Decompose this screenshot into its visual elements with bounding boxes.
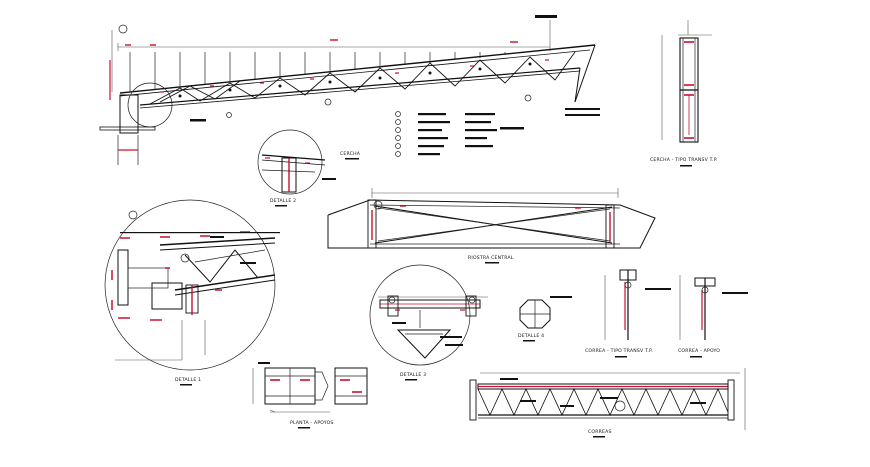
detail-3: [369, 264, 488, 366]
label-detalle-2-top: DETALLE 2: [270, 198, 296, 204]
label-correa-tipo: CORREA - TIPO TRANSV T.P.: [585, 348, 653, 354]
central-bracing: [327, 188, 656, 249]
label-cercha-tipo: CERCHA - TIPO TRANSV T.P.: [650, 157, 718, 163]
label-correas: CORREAS: [588, 429, 612, 435]
label-detalle-1: DETALLE 1: [175, 377, 201, 383]
support-plan: [252, 362, 368, 413]
detail-1: [104, 199, 280, 371]
purlin-sections: [604, 269, 748, 340]
label-correa-apoyo: CORREA - APOYO: [678, 348, 720, 354]
detail-2-top: [257, 129, 336, 195]
label-planta-apoyos: PLANTA - APOYOS: [290, 420, 334, 426]
truss-legend: [395, 111, 497, 157]
label-detalle-3: DETALLE 3: [400, 372, 426, 378]
purlin-truss: [469, 368, 746, 430]
label-cercha: CERCHA: [340, 151, 361, 157]
truss-section-right: [661, 20, 712, 143]
label-detalle-4: DETALLE 4: [518, 333, 544, 339]
detail-4: [519, 296, 572, 329]
main-truss: [99, 15, 600, 165]
label-riostra-central: RIOSTRA CENTRAL: [468, 255, 514, 261]
